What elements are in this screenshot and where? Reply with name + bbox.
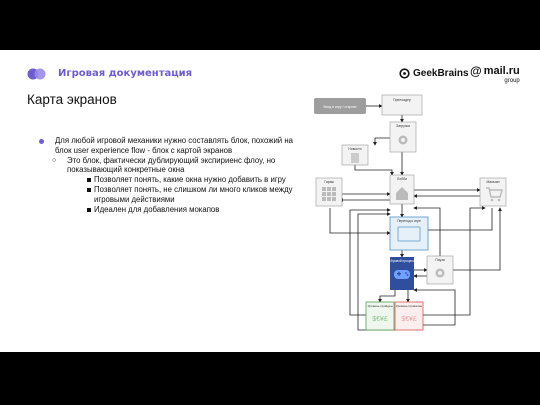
node-start-label: Вход в игру / стартап	[324, 105, 357, 109]
edge-loading-news	[373, 137, 390, 146]
page-title: Карта экранов	[27, 92, 117, 107]
slide: Игровая документация GeekBrains @ mail.r…	[0, 50, 540, 352]
bullet-list: Для любой игровой механики нужно составл…	[38, 136, 293, 214]
grid-icon	[322, 187, 336, 201]
edge-news-lobby	[354, 165, 394, 176]
node-preloader	[381, 94, 423, 116]
node-loading-label: Загрузка	[396, 124, 410, 128]
node-transition	[389, 216, 429, 251]
partner-2-name: mail.ru	[483, 65, 520, 77]
bullet-item: Позволяет понять, какие окна нужно добав…	[38, 175, 293, 185]
home-icon	[396, 187, 408, 200]
node-transition-label: Переход к игре	[397, 219, 421, 223]
edge-victory-lobby	[349, 208, 391, 316]
node-defeat	[394, 301, 424, 331]
ticket-icon	[397, 226, 421, 242]
edge-defeat-gameplay	[413, 288, 456, 326]
bullet-sub: Это блок, фактически дублирующий экспири…	[38, 156, 293, 176]
node-shop-label: Магазин	[486, 180, 499, 184]
diagram-edges	[329, 104, 502, 331]
node-pause-label: Пауза	[435, 258, 445, 262]
partner-1-label: GeekBrains	[413, 68, 469, 79]
edge-defeat-shop	[418, 206, 486, 316]
edge-gameplay-victory	[378, 290, 396, 303]
coins-icon: $€¥£	[401, 316, 417, 323]
partner-geekbrains: GeekBrains	[399, 68, 469, 79]
brand-title: Игровая документация	[58, 68, 193, 79]
partner-2-sub: group	[504, 78, 520, 84]
at-icon: @	[470, 64, 482, 78]
edge-shop-transition	[413, 208, 493, 232]
node-preloader-label: Прелоадер	[393, 98, 411, 102]
edge-pause-lobby	[413, 206, 441, 256]
node-victory-label: Уровень пройден	[368, 304, 393, 308]
bullet-item: Позволяет понять, не слишком ли много кл…	[38, 185, 293, 205]
geekbrains-logo-icon	[399, 68, 410, 79]
screen-map-diagram: Вход в игру / стартап Прелоадер Загрузка…	[314, 94, 507, 331]
node-lobby-label: Лобби	[397, 177, 407, 181]
node-news-label: Новости	[348, 147, 361, 151]
cart-icon	[486, 187, 503, 202]
node-gameplay-label: Игровой процесс	[389, 259, 415, 263]
settings-icon	[435, 268, 445, 278]
brand-logo-icon	[27, 68, 46, 80]
node-victory	[365, 301, 395, 331]
edge-garage-transition	[329, 208, 391, 235]
node-garage-label: Гараж	[324, 180, 334, 184]
bullet-main: Для любой игровой механики нужно составл…	[38, 136, 293, 156]
edge-pause-shop	[453, 207, 502, 271]
coins-icon: $€¥£	[372, 316, 388, 323]
node-defeat-label: Уровень провален	[396, 304, 423, 308]
node-start	[314, 98, 366, 114]
gamepad-icon	[394, 270, 410, 279]
bullet-item: Идеален для добавления мокапов	[38, 205, 293, 215]
gear-icon	[398, 135, 408, 145]
news-document-icon	[351, 153, 359, 163]
partner-mailru: @ mail.ru group	[470, 64, 520, 86]
